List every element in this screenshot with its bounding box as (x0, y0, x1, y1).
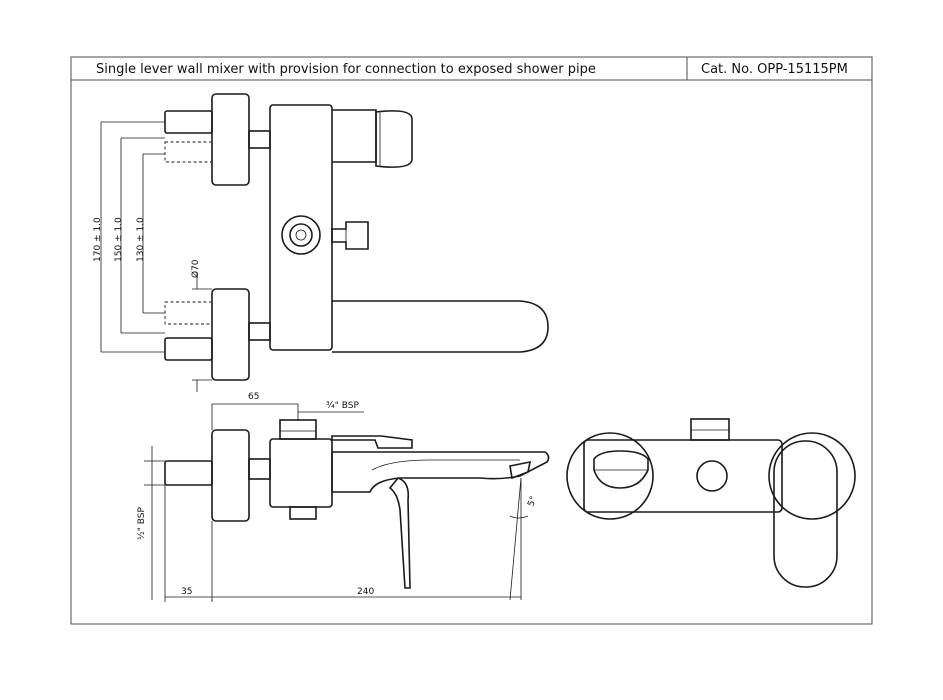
dim-label-240: 240 (357, 587, 374, 597)
upper-hidden-pipe (164, 141, 213, 163)
shower-outlet-connector (331, 221, 369, 250)
spout-front (332, 300, 549, 353)
diverter-knob-core (295, 229, 307, 241)
mixer-body (269, 104, 333, 351)
drawing-border (70, 56, 873, 625)
side-bottom-stub (289, 506, 317, 520)
dim-label-angle-5: 5° (526, 495, 539, 508)
plan-view (566, 418, 856, 588)
upper-wall-flange (211, 93, 250, 186)
dim-label-diameter-70: Ø70 (190, 259, 201, 278)
side-connector (248, 458, 271, 480)
lower-connector (248, 322, 271, 341)
side-view: 5° 65 ¾" BSP ½" BSP 35 240 (137, 392, 550, 602)
side-top-outlet (279, 419, 317, 440)
lever-handle-top (332, 109, 377, 163)
side-mixer-body (269, 438, 333, 508)
catalog-number: Cat. No. OPP-15115PM (701, 62, 848, 77)
dim-label-170: 170 ± 1.0 (93, 217, 103, 262)
lower-wall-flange (211, 288, 250, 381)
plan-lever (593, 450, 649, 489)
front-view: 170 ± 1.0 150 ± 1.0 130 ± 1.0 Ø70 (93, 93, 549, 392)
side-spout-tip (509, 460, 532, 480)
dim-label-65: 65 (248, 392, 259, 402)
plan-left-flange (566, 432, 654, 520)
dim-label-130: 130 ± 1.0 (136, 217, 146, 262)
dim-label-thread-inlet: ½" BSP (137, 507, 147, 540)
side-lever-top (331, 435, 413, 449)
plan-spout (773, 440, 838, 588)
product-description: Single lever wall mixer with provision f… (96, 62, 596, 77)
side-spout (331, 451, 550, 493)
side-lever-blade (388, 477, 411, 589)
plan-body (583, 439, 783, 513)
lower-hidden-pipe (164, 301, 213, 325)
dim-label-150: 150 ± 1.0 (114, 217, 124, 262)
plan-top-outlet (690, 418, 730, 441)
angle-ref-slanted (509, 477, 522, 601)
dim-label-35: 35 (181, 587, 192, 597)
side-spout-inner (371, 459, 520, 471)
diverter-knob-inner (289, 223, 313, 247)
upper-connector (248, 130, 271, 149)
side-inlet-pipe (164, 460, 213, 486)
plan-right-flange (768, 432, 856, 520)
upper-inlet-pipe (164, 110, 213, 134)
lever-cap (375, 110, 413, 168)
lower-inlet-pipe (164, 337, 213, 361)
dim-label-thread-outlet: ¾" BSP (326, 401, 359, 411)
plan-diverter-knob (696, 460, 728, 492)
angle-arc (509, 515, 529, 519)
diverter-knob-outer (281, 215, 321, 255)
side-wall-flange (211, 429, 250, 522)
